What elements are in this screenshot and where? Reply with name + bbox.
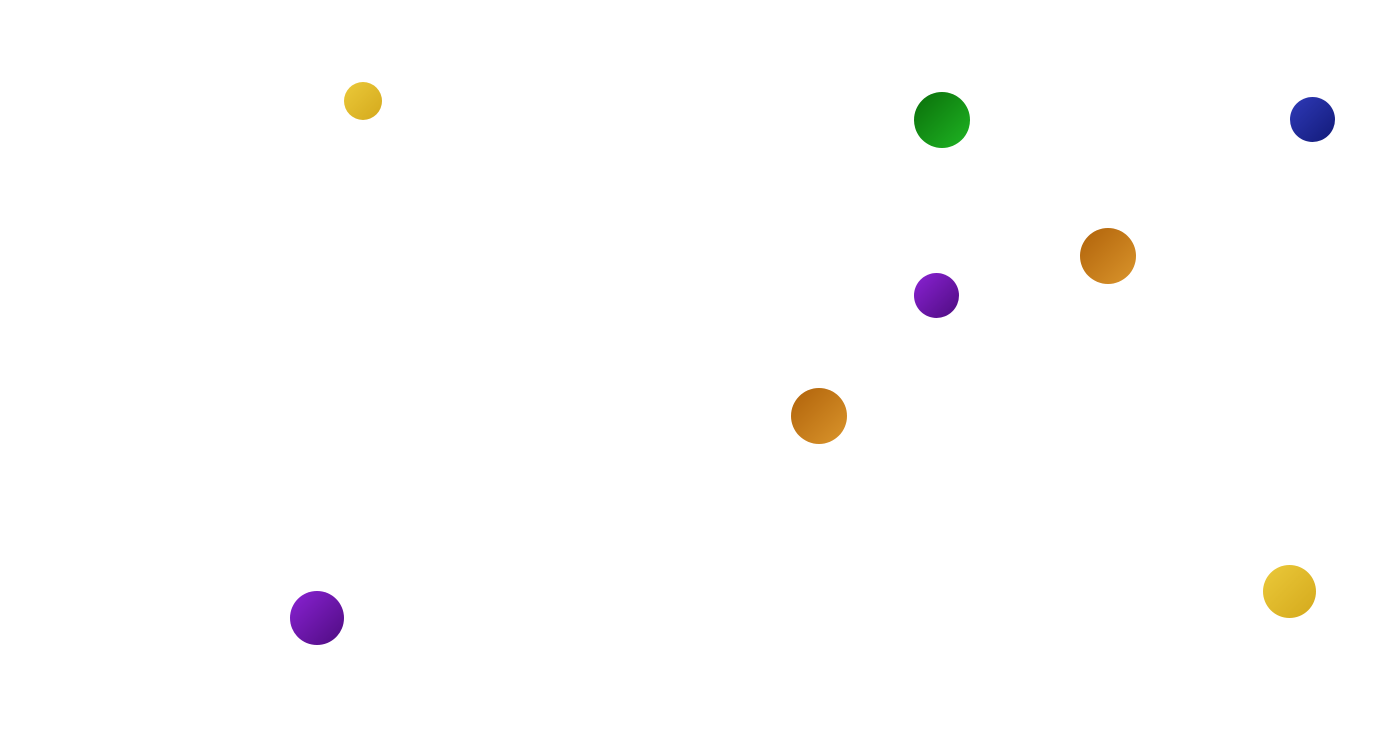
blue-ball[interactable] [1290,97,1335,142]
green-ball[interactable] [914,92,970,148]
yellow-ball[interactable] [344,82,382,120]
purple-ball[interactable] [914,273,959,318]
yellow-ball[interactable] [1263,565,1316,618]
orange-ball[interactable] [791,388,847,444]
orange-ball[interactable] [1080,228,1136,284]
purple-ball[interactable] [290,591,344,645]
